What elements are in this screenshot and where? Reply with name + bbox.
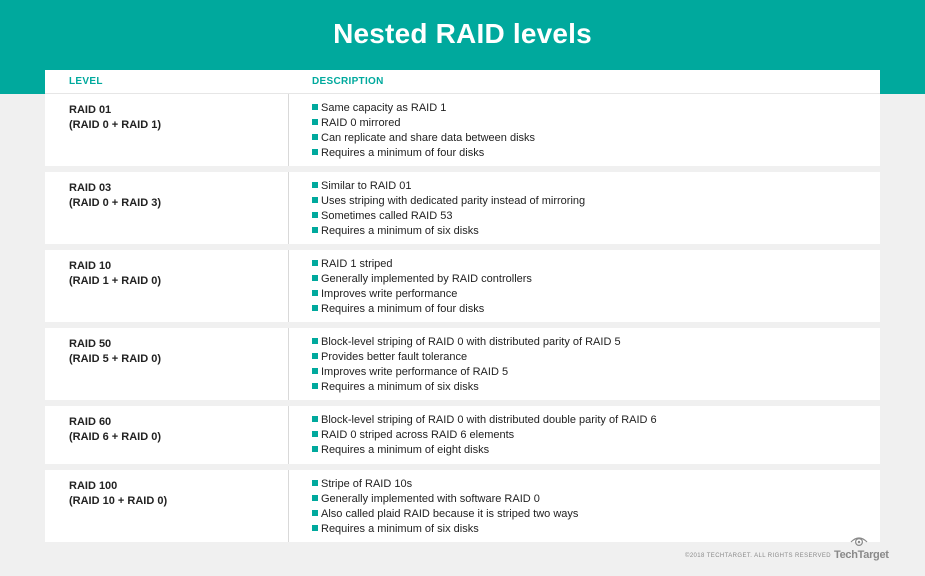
table-header: LEVEL DESCRIPTION [45,70,880,94]
header-level: LEVEL [69,76,103,87]
table-row: RAID 10 (RAID 1 + RAID 0) RAID 1 striped… [45,250,880,322]
bullet-item: Similar to RAID 01 [312,179,870,194]
column-divider [288,94,289,166]
logo-text: TechTarget [834,549,889,561]
level-name: RAID 50 [69,338,112,350]
bullet-item: Requires a minimum of six disks [312,522,870,537]
bullet-item: RAID 1 striped [312,257,870,272]
description-cell: Block-level striping of RAID 0 with dist… [312,413,870,458]
bullet-item: Also called plaid RAID because it is str… [312,507,870,522]
column-divider [288,250,289,322]
level-cell: RAID 50 (RAID 5 + RAID 0) [69,337,161,367]
page-title: Nested RAID levels [333,18,592,49]
square-bullet-icon [312,480,318,486]
bullet-item: Can replicate and share data between dis… [312,131,870,146]
square-bullet-icon [312,305,318,311]
square-bullet-icon [312,149,318,155]
copyright-text: ©2018 TECHTARGET. ALL RIGHTS RESERVED [685,553,832,559]
level-cell: RAID 01 (RAID 0 + RAID 1) [69,103,161,133]
bullet-item: Requires a minimum of four disks [312,302,870,317]
bullet-item: Improves write performance [312,287,870,302]
table-row: RAID 60 (RAID 6 + RAID 0) Block-level st… [45,406,880,464]
square-bullet-icon [312,416,318,422]
square-bullet-icon [312,495,318,501]
raid-table: LEVEL DESCRIPTION RAID 01 (RAID 0 + RAID… [45,70,880,542]
level-name: RAID 01 [69,104,112,116]
bullet-item: Generally implemented by RAID controller… [312,272,870,287]
level-composition: (RAID 6 + RAID 0) [69,431,161,443]
bullet-item: Block-level striping of RAID 0 with dist… [312,413,870,428]
level-name: RAID 10 [69,260,112,272]
square-bullet-icon [312,275,318,281]
square-bullet-icon [312,338,318,344]
level-composition: (RAID 0 + RAID 1) [69,119,161,131]
column-divider [288,470,289,542]
square-bullet-icon [312,260,318,266]
bullet-item: RAID 0 mirrored [312,116,870,131]
square-bullet-icon [312,383,318,389]
square-bullet-icon [312,368,318,374]
table-row: RAID 100 (RAID 10 + RAID 0) Stripe of RA… [45,470,880,542]
bullet-item: Improves write performance of RAID 5 [312,365,870,380]
square-bullet-icon [312,227,318,233]
description-cell: Similar to RAID 01 Uses striping with de… [312,179,870,239]
level-composition: (RAID 0 + RAID 3) [69,197,161,209]
description-cell: Block-level striping of RAID 0 with dist… [312,335,870,395]
bullet-item: Sometimes called RAID 53 [312,209,870,224]
square-bullet-icon [312,353,318,359]
square-bullet-icon [312,134,318,140]
level-name: RAID 03 [69,182,112,194]
description-cell: Stripe of RAID 10s Generally implemented… [312,477,870,537]
bullet-item: RAID 0 striped across RAID 6 elements [312,428,870,443]
header-description: DESCRIPTION [312,76,384,87]
square-bullet-icon [312,510,318,516]
bullet-item: Uses striping with dedicated parity inst… [312,194,870,209]
square-bullet-icon [312,197,318,203]
level-composition: (RAID 10 + RAID 0) [69,495,168,507]
square-bullet-icon [312,290,318,296]
level-cell: RAID 03 (RAID 0 + RAID 3) [69,181,161,211]
level-composition: (RAID 1 + RAID 0) [69,275,161,287]
bullet-item: Requires a minimum of eight disks [312,443,870,458]
level-cell: RAID 60 (RAID 6 + RAID 0) [69,415,161,445]
level-composition: (RAID 5 + RAID 0) [69,353,161,365]
square-bullet-icon [312,104,318,110]
square-bullet-icon [312,446,318,452]
square-bullet-icon [312,525,318,531]
bullet-item: Block-level striping of RAID 0 with dist… [312,335,870,350]
bullet-item: Provides better fault tolerance [312,350,870,365]
description-cell: RAID 1 striped Generally implemented by … [312,257,870,317]
table-row: RAID 50 (RAID 5 + RAID 0) Block-level st… [45,328,880,400]
table-row: RAID 01 (RAID 0 + RAID 1) Same capacity … [45,94,880,166]
square-bullet-icon [312,212,318,218]
column-divider [288,406,289,464]
level-name: RAID 100 [69,480,118,492]
bullet-item: Requires a minimum of four disks [312,146,870,161]
bullet-item: Stripe of RAID 10s [312,477,870,492]
level-cell: RAID 100 (RAID 10 + RAID 0) [69,479,167,509]
square-bullet-icon [312,431,318,437]
square-bullet-icon [312,119,318,125]
bullet-item: Requires a minimum of six disks [312,380,870,395]
bullet-item: Requires a minimum of six disks [312,224,870,239]
column-divider [288,328,289,400]
techtarget-logo: TechTarget [834,535,889,565]
eye-icon [850,537,868,547]
table-row: RAID 03 (RAID 0 + RAID 3) Similar to RAI… [45,172,880,244]
bullet-item: Same capacity as RAID 1 [312,101,870,116]
description-cell: Same capacity as RAID 1 RAID 0 mirrored … [312,101,870,161]
bullet-item: Generally implemented with software RAID… [312,492,870,507]
square-bullet-icon [312,182,318,188]
level-name: RAID 60 [69,416,112,428]
column-divider [288,172,289,244]
level-cell: RAID 10 (RAID 1 + RAID 0) [69,259,161,289]
